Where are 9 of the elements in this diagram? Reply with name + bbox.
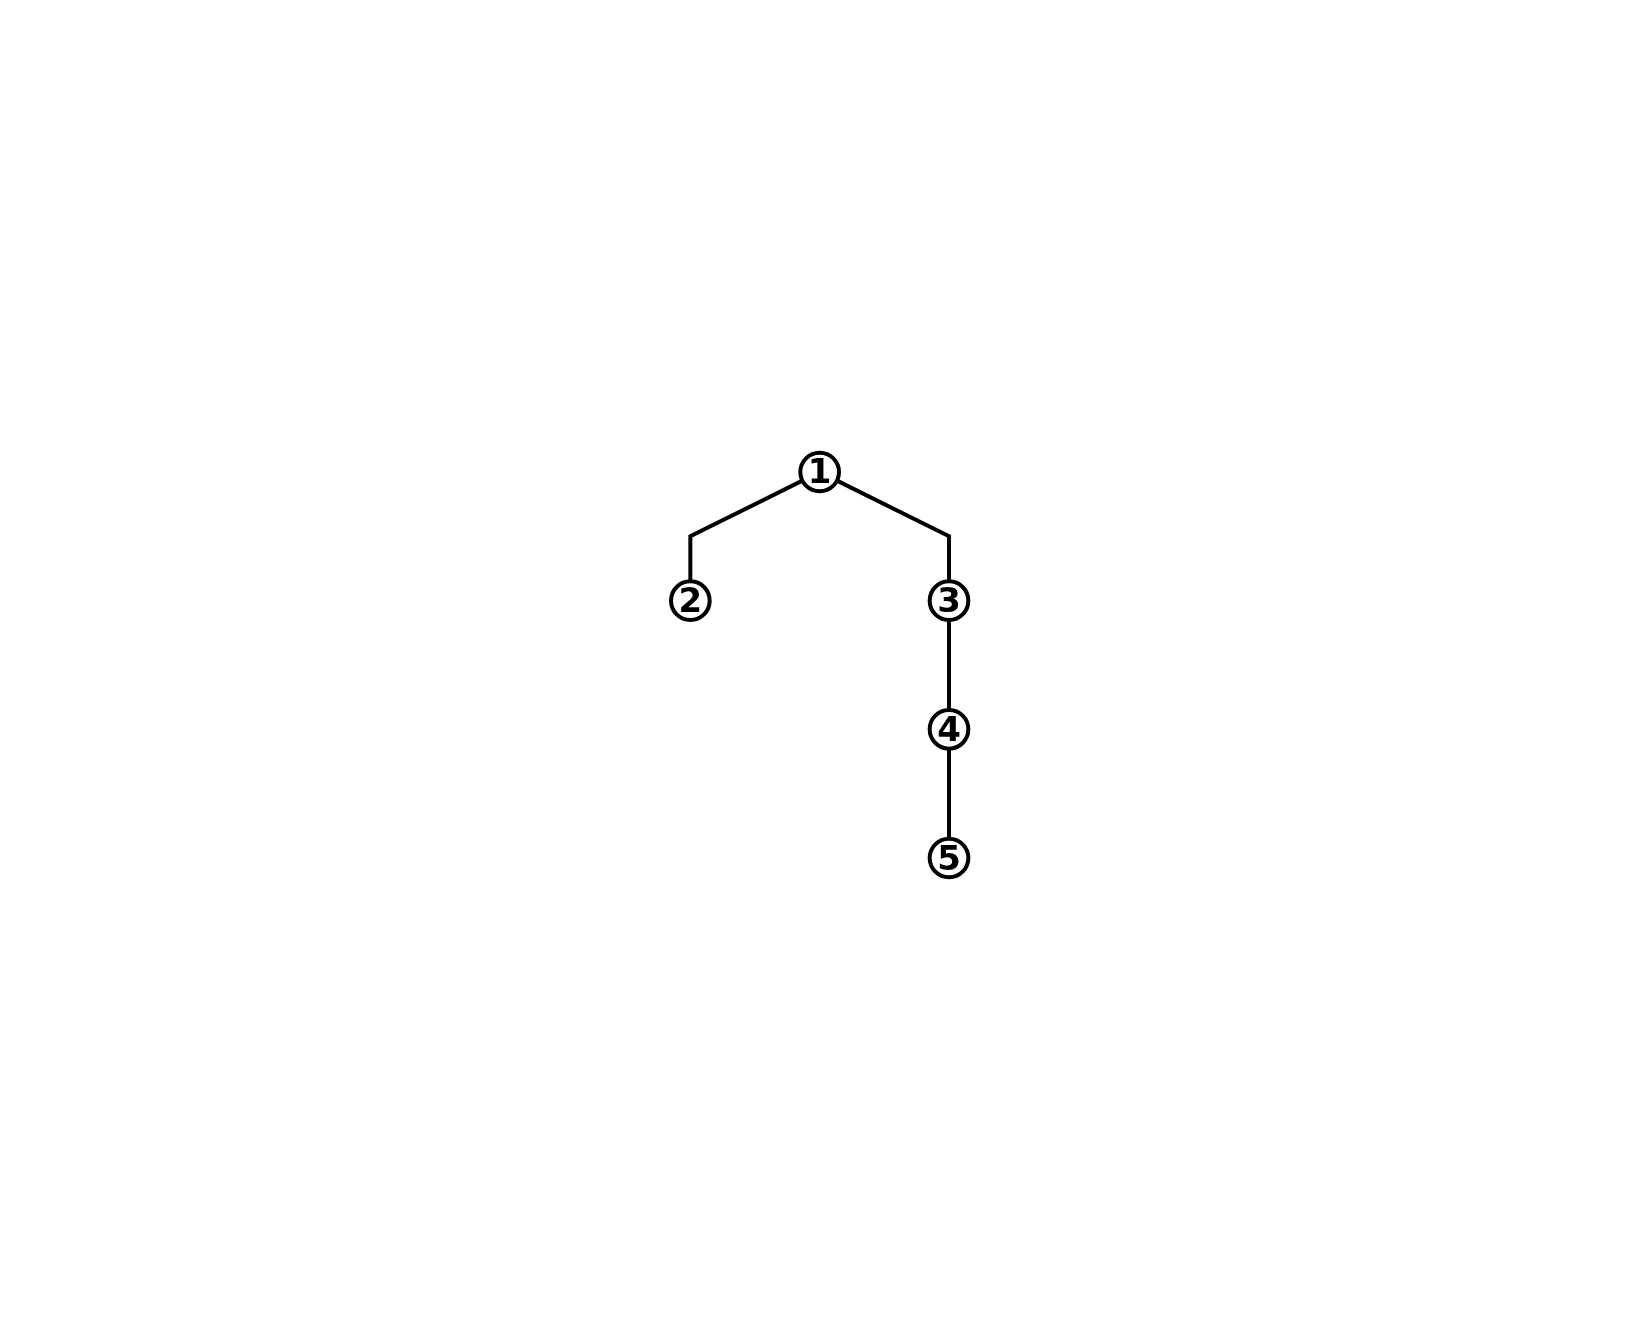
node-circle: 1 bbox=[798, 450, 842, 494]
connector bbox=[947, 748, 952, 839]
node-circle: 2 bbox=[669, 579, 712, 622]
connector bbox=[836, 478, 952, 582]
node-circle: 4 bbox=[928, 708, 971, 751]
node-circle: 3 bbox=[928, 579, 971, 622]
connector bbox=[947, 620, 952, 710]
node-circle: 5 bbox=[928, 836, 971, 880]
connector bbox=[688, 478, 804, 582]
